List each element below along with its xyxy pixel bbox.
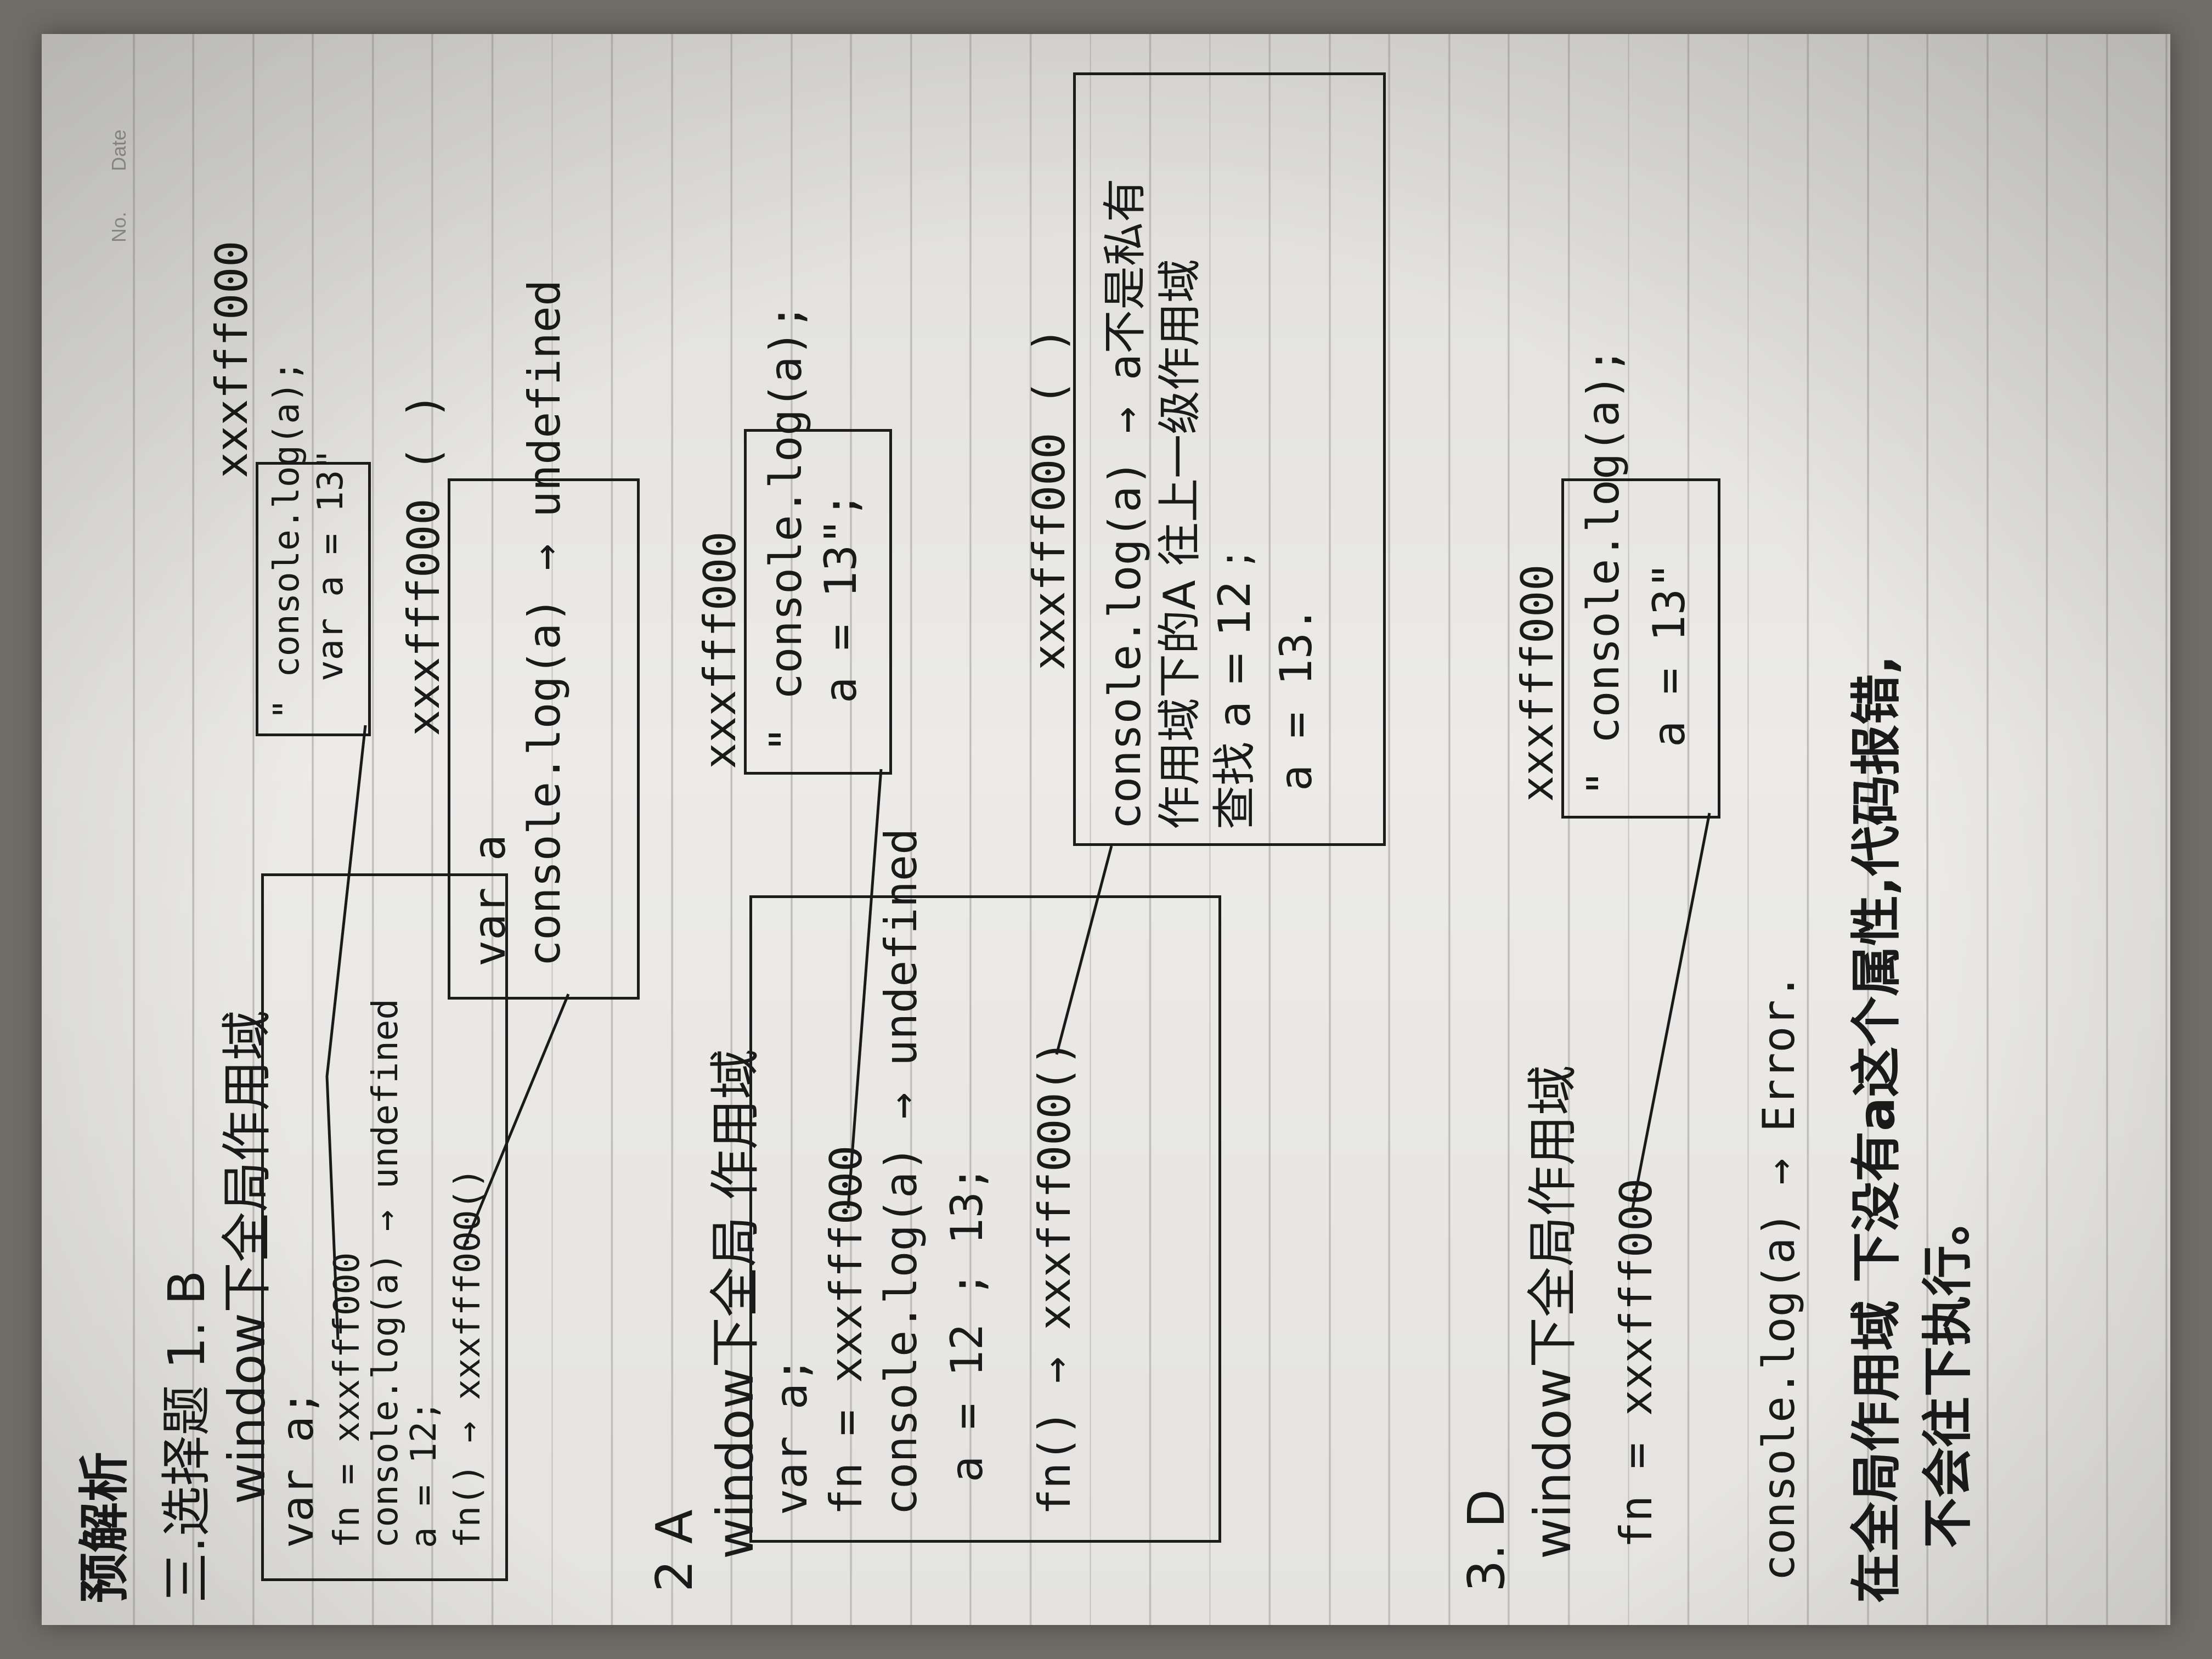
- p3-connector-1: [1631, 812, 1711, 1209]
- p1-connector-2: [462, 994, 570, 1247]
- p2-connector-1: [847, 769, 883, 1209]
- notebook-page: No. Date 预解析 三.选择题 1. B window下全局作用域 var…: [42, 34, 2170, 1625]
- p2-connector-2: [1055, 845, 1113, 1055]
- p1-connector-1: [325, 725, 367, 1340]
- connector-lines: [325, 725, 1711, 1340]
